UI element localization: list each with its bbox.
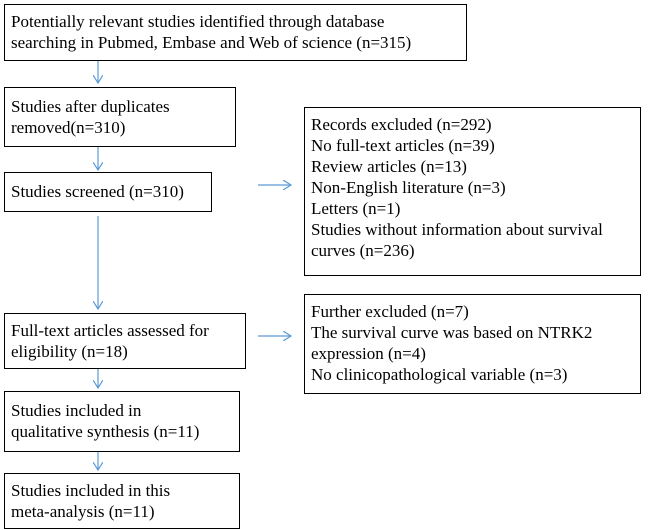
further-excluded-line-2: The survival curve was based on NTRK2 bbox=[311, 323, 593, 342]
further-excluded-line-1: Further excluded (n=7) bbox=[311, 302, 469, 321]
further-excluded-line-3: expression (n=4) bbox=[311, 344, 426, 363]
meta-analysis-line-1: Studies included in this bbox=[11, 481, 171, 500]
qualitative-line-1: Studies included in bbox=[11, 401, 142, 420]
meta-analysis-box: Studies included in this meta-analysis (… bbox=[4, 473, 240, 529]
after-duplicates-line-2: removed(n=310) bbox=[11, 118, 126, 137]
records-excluded-line-1: Records excluded (n=292) bbox=[311, 115, 492, 134]
records-excluded-line-6: Studies without information about surviv… bbox=[311, 220, 603, 239]
records-excluded-box: Records excluded (n=292) No full-text ar… bbox=[304, 107, 641, 276]
full-text-line-2: eligibility (n=18) bbox=[11, 342, 128, 361]
records-excluded-line-5: Letters (n=1) bbox=[311, 199, 401, 218]
qualitative-line-2: qualitative synthesis (n=11) bbox=[11, 422, 200, 441]
after-duplicates-line-1: Studies after duplicates bbox=[11, 97, 170, 116]
records-excluded-line-2: No full-text articles (n=39) bbox=[311, 136, 495, 155]
after-duplicates-box: Studies after duplicates removed(n=310) bbox=[4, 87, 236, 147]
identified-line-1: Potentially relevant studies identified … bbox=[11, 12, 385, 31]
meta-analysis-line-2: meta-analysis (n=11) bbox=[11, 502, 155, 521]
screened-line-1: Studies screened (n=310) bbox=[11, 182, 184, 201]
screened-box: Studies screened (n=310) bbox=[4, 172, 212, 212]
further-excluded-box: Further excluded (n=7) The survival curv… bbox=[304, 294, 641, 394]
records-excluded-line-7: curves (n=236) bbox=[311, 241, 415, 260]
qualitative-box: Studies included in qualitative synthesi… bbox=[4, 391, 240, 452]
records-excluded-line-3: Review articles (n=13) bbox=[311, 157, 467, 176]
full-text-line-1: Full-text articles assessed for bbox=[11, 321, 209, 340]
identified-box: Potentially relevant studies identified … bbox=[4, 4, 467, 61]
full-text-box: Full-text articles assessed for eligibil… bbox=[4, 313, 246, 369]
identified-line-2: searching in Pubmed, Embase and Web of s… bbox=[11, 33, 412, 52]
records-excluded-line-4: Non-English literature (n=3) bbox=[311, 178, 506, 197]
further-excluded-line-4: No clinicopathological variable (n=3) bbox=[311, 365, 568, 384]
